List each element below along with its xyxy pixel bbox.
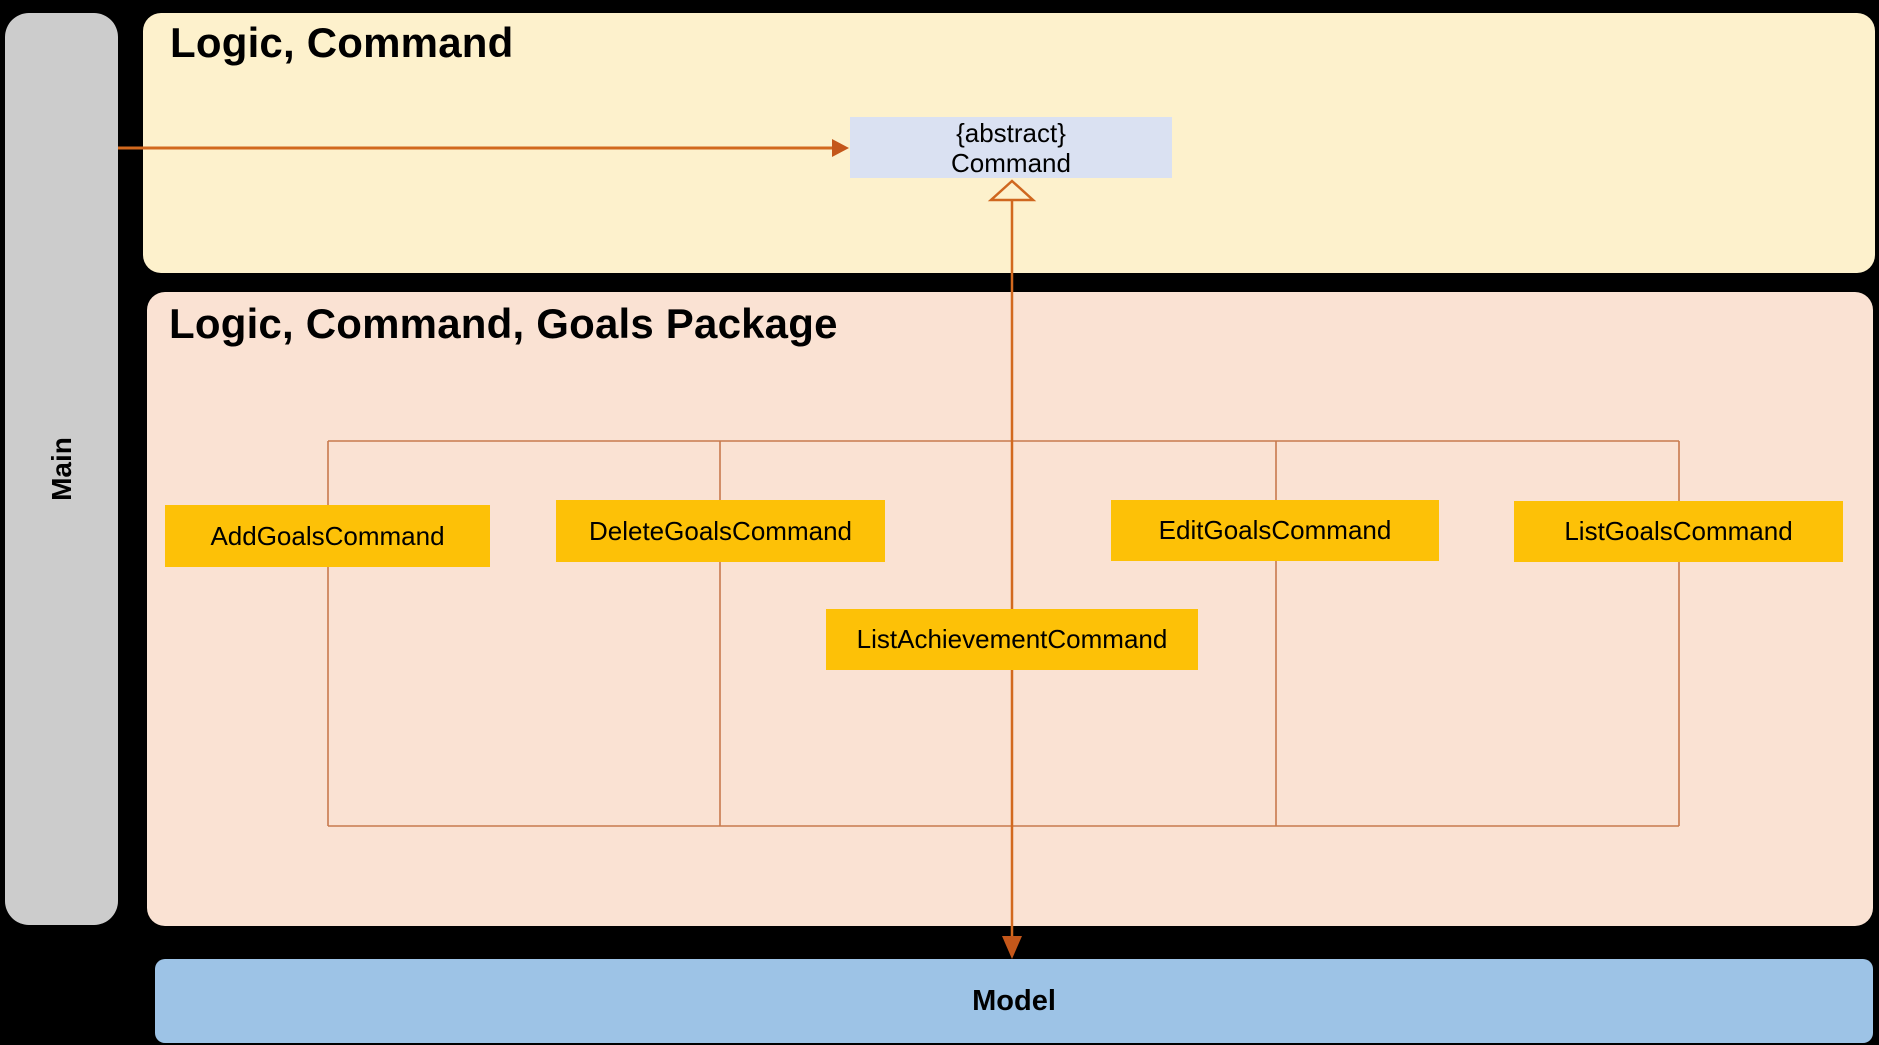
list-goals-command-label: ListGoalsCommand (1564, 516, 1793, 546)
edit-goals-command-box: EditGoalsCommand (1111, 500, 1439, 561)
add-goals-command-box: AddGoalsCommand (165, 505, 490, 567)
subclass-connector-grid (327, 440, 1680, 827)
delete-goals-command-box: DeleteGoalsCommand (556, 500, 885, 562)
add-goals-command-label: AddGoalsCommand (210, 520, 445, 551)
command-class-label: Command (951, 147, 1071, 178)
main-to-command-arrowhead-icon (832, 139, 849, 157)
goals-package-section-title: Logic, Command, Goals Package (169, 300, 838, 347)
logic-command-section-title: Logic, Command (170, 19, 514, 66)
abstract-stereotype-label: {abstract} (956, 117, 1066, 148)
edit-goals-command-label: EditGoalsCommand (1158, 515, 1392, 545)
abstract-command-box: {abstract} Command (850, 117, 1172, 178)
model-component: Model (155, 959, 1873, 1043)
delete-goals-command-label: DeleteGoalsCommand (588, 515, 852, 546)
main-component: Main (5, 13, 118, 925)
goals-package-section: Logic, Command, Goals Package (147, 292, 1873, 926)
list-achievement-command-label: ListAchievementCommand (856, 624, 1168, 654)
command-to-model-arrowhead-icon (1002, 936, 1022, 959)
list-achievement-command-box: ListAchievementCommand (826, 609, 1198, 670)
model-label: Model (972, 984, 1056, 1017)
list-goals-command-box: ListGoalsCommand (1514, 501, 1843, 562)
inheritance-triangle-icon (987, 179, 1037, 202)
